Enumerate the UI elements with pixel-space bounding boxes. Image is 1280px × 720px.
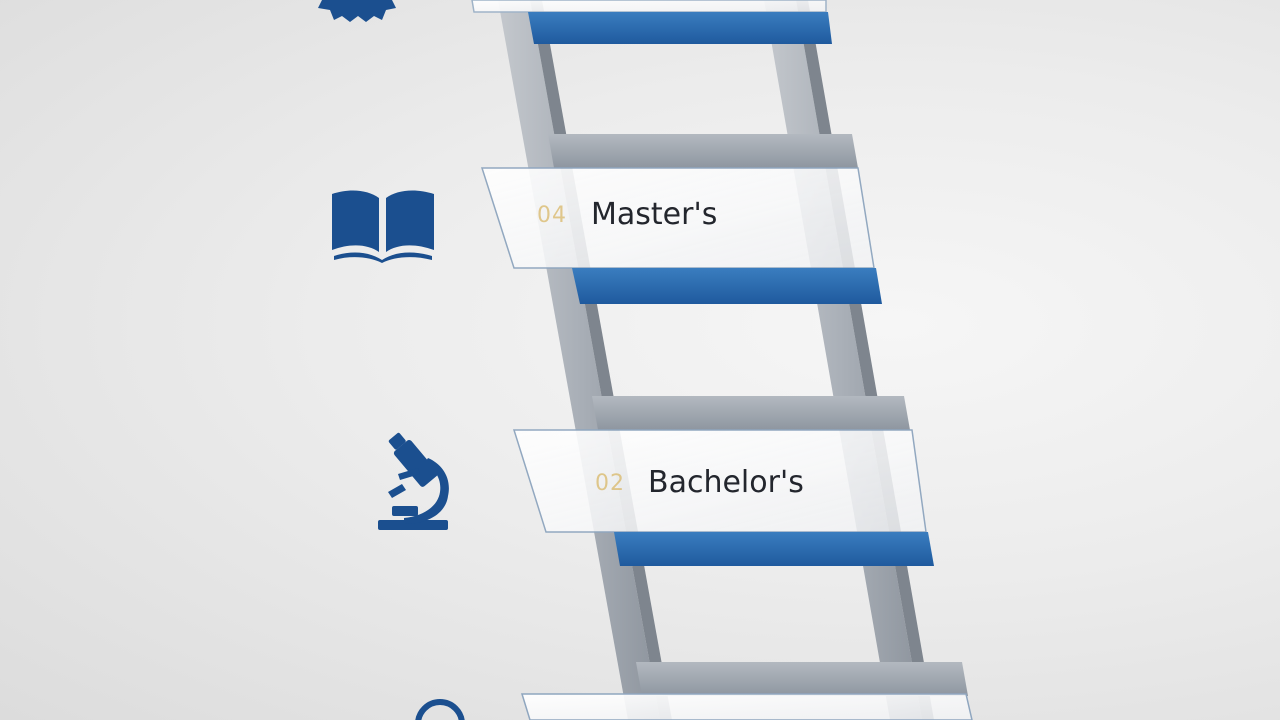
ladder-left-rail-shade <box>530 0 672 720</box>
step-blue-bar <box>614 532 934 566</box>
ladder-rung <box>548 134 858 168</box>
ladder-right-rail-shade <box>796 0 934 720</box>
step-number: 04 <box>537 203 567 228</box>
step-title: Bachelor's <box>648 465 804 500</box>
ladder-right-rail <box>764 0 922 720</box>
microscope-icon <box>378 432 449 530</box>
ladder-rung <box>636 662 968 696</box>
step-card-bachelors: 02 Bachelor's <box>512 429 934 566</box>
gear-icon <box>318 0 396 22</box>
step-title: Master's <box>591 197 717 232</box>
step-number: 02 <box>595 471 625 496</box>
step-blue-bar <box>572 268 882 304</box>
step-card-masters: 04 Master's <box>480 167 882 304</box>
magnifier-icon <box>415 699 465 720</box>
step-card-bottom <box>520 693 973 720</box>
step-blue-bar <box>528 12 832 44</box>
ladder-left-rail <box>498 0 660 720</box>
ladder-rung <box>592 396 910 430</box>
open-book-icon <box>332 190 434 263</box>
step-card-top <box>471 0 832 44</box>
